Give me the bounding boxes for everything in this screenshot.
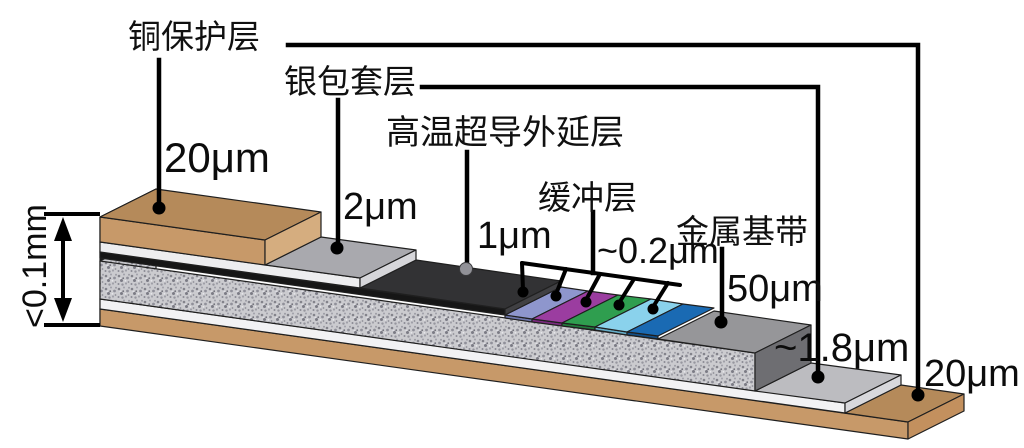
dimension-arrowhead-down-icon [54, 298, 72, 322]
copper-top-leader-dot-icon [152, 201, 166, 215]
silver-bottom-leader-dot-icon [811, 370, 825, 384]
hts-leader-dot-icon [459, 262, 473, 276]
dimension-arrowhead-up-icon [54, 217, 72, 241]
buffer-label: 缓冲层 [538, 180, 637, 217]
buffer-strip-4-dot-icon [613, 299, 625, 311]
copper-bottom-leader-dot-icon [911, 388, 925, 402]
buffer-comb-tooth-1 [520, 261, 525, 292]
silver-bottom-side-face [844, 374, 902, 414]
leader-lines [152, 42, 925, 402]
silver-top-thickness: 2μm [343, 186, 418, 228]
buffer-thickness: ~0.2μm [597, 230, 719, 271]
tape-body [99, 188, 965, 440]
substrate-label: 金属基带 [676, 214, 808, 251]
hts-label: 高温超导外延层 [386, 114, 624, 152]
copper-top-thickness: 20μm [164, 134, 270, 181]
hts-thickness: 1μm [477, 215, 552, 257]
hts-side-face [504, 280, 562, 316]
buffer-comb-tooth-4 [617, 277, 636, 305]
substrate-leader-dot-icon [714, 315, 728, 329]
copper-bottom-leader-line [285, 42, 921, 396]
buffer-strip-5-dot-icon [647, 303, 659, 315]
buffer-strip-5-top [626, 303, 715, 337]
buffer-comb-tooth-3 [584, 272, 602, 302]
copper-bottom-thickness: 20μm [924, 353, 1020, 395]
substrate-thickness: 50μm [727, 268, 823, 310]
layer-labels: 铜保护层 银包套层 高温超导外延层 缓冲层 金属基带 20μm 2μm 1μm … [128, 19, 1020, 395]
buffer-comb-tooth-2 [554, 267, 568, 296]
buffer-strip-1-dot-icon [517, 286, 529, 298]
copper-bottom-end-face [907, 393, 965, 440]
dimension-label: <0.1mm [16, 204, 54, 328]
buffer-comb-tooth-5 [651, 281, 670, 309]
silver-top-label: 银包套层 [284, 64, 416, 101]
thickness-dimension: <0.1mm [16, 204, 100, 328]
substrate-side-face [754, 324, 812, 392]
buffer-strip-2-dot-icon [550, 290, 562, 302]
silver-top-side-face [359, 249, 417, 289]
copper-top-label: 铜保护层 [128, 19, 260, 56]
silver-bottom-thickness: ~1.8μm [774, 326, 909, 370]
copper-top-side-face [264, 211, 322, 266]
silver-bottom-leader-line [419, 84, 821, 378]
silver-top-leader-dot-icon [330, 241, 344, 255]
buffer-strip-3-dot-icon [580, 296, 592, 308]
